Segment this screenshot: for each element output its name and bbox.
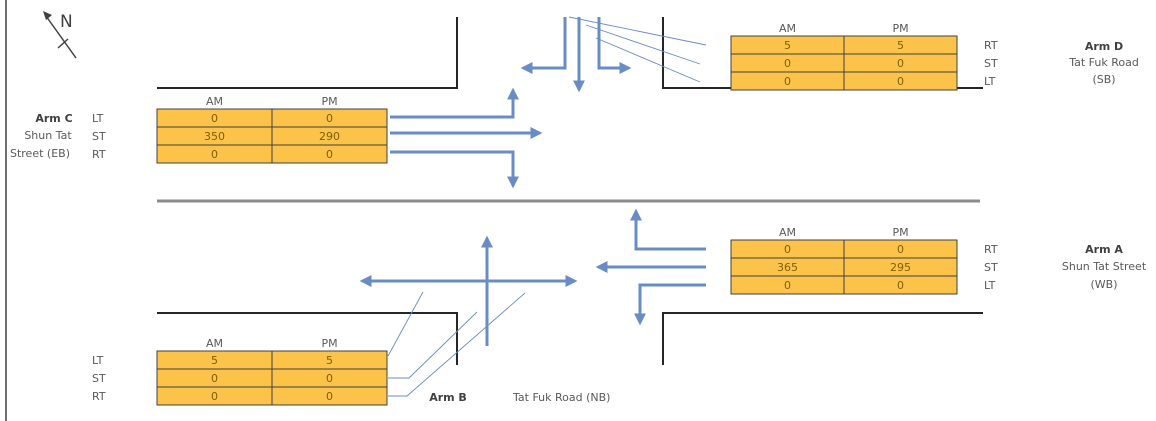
movement-label: RT	[92, 390, 106, 403]
arm-b-name: Arm B	[429, 391, 467, 404]
arm-c-am-header: AM	[206, 95, 223, 108]
movement-label: RT	[984, 39, 998, 52]
pm-value: 0	[326, 372, 333, 385]
movement-label: ST	[984, 261, 998, 274]
flow-arrows	[359, 17, 706, 346]
arm-b-am-header: AM	[206, 337, 223, 350]
pm-value: 0	[897, 279, 904, 292]
pm-value: 5	[326, 354, 333, 367]
arm-c-row-rt: 0 0 RT	[92, 144, 388, 164]
arm-c-label: Arm C Shun Tat Street (EB)	[10, 112, 73, 160]
road-edge-bottom-right	[662, 312, 983, 365]
movement-label: ST	[92, 372, 106, 385]
am-value: 0	[211, 390, 218, 403]
am-value: 0	[784, 279, 791, 292]
arm-b-pm-header: PM	[321, 337, 337, 350]
am-value: 0	[211, 148, 218, 161]
arm-d-label: Arm D Tat Fuk Road (SB)	[1068, 40, 1139, 86]
movement-label: RT	[984, 243, 998, 256]
pm-value: 0	[326, 148, 333, 161]
pm-value: 0	[326, 390, 333, 403]
pm-value: 290	[319, 130, 340, 143]
north-arrow-icon: N	[43, 11, 77, 59]
arm-a-am-header: AM	[779, 226, 796, 239]
arm-c-road-line2: Street (EB)	[10, 147, 70, 160]
movement-label: ST	[92, 130, 106, 143]
arm-d-road-line2: (SB)	[1092, 73, 1115, 86]
road-edge-top-left	[157, 17, 458, 89]
arm-a-row-lt: 0 0 LT	[730, 275, 996, 295]
am-value: 5	[211, 354, 218, 367]
arm-d-pm-header: PM	[892, 22, 908, 35]
arm-a-left-turn-arrow	[634, 283, 706, 326]
movement-label: LT	[92, 112, 104, 125]
arm-a-road-line1: Shun Tat Street	[1062, 260, 1147, 273]
arm-b-row-rt: 0 0 RT	[92, 386, 388, 406]
arm-c-name: Arm C	[35, 112, 72, 125]
pm-value: 295	[890, 261, 911, 274]
am-value: 0	[784, 243, 791, 256]
arm-d-row-st: 0 0 ST	[730, 53, 998, 73]
movement-label: RT	[92, 148, 106, 161]
pm-value: 0	[897, 243, 904, 256]
arm-a-road-line2: (WB)	[1090, 278, 1117, 291]
arm-a-name: Arm A	[1085, 243, 1123, 256]
am-value: 0	[211, 112, 218, 125]
arm-a-label: Arm A Shun Tat Street (WB)	[1062, 243, 1147, 291]
pm-cell	[271, 144, 388, 164]
am-value: 0	[784, 57, 791, 70]
pm-value: 0	[326, 112, 333, 125]
arm-b-road-name: Tat Fuk Road (NB)	[512, 391, 610, 404]
arm-c-right-turn-arrow	[390, 150, 519, 189]
arm-a-right-turn-arrow	[630, 208, 706, 251]
am-value: 5	[784, 39, 791, 52]
road-edge-bottom-left	[157, 312, 458, 365]
arm-c-left-turn-arrow	[390, 87, 519, 119]
arm-d-am-header: AM	[779, 22, 796, 35]
pm-cell	[843, 71, 958, 91]
movement-label: LT	[984, 279, 996, 292]
arm-a-pm-header: PM	[892, 226, 908, 239]
arm-b-row-st: 0 0 ST	[92, 368, 388, 388]
arm-a-row-rt: 0 0 RT	[730, 239, 998, 259]
arm-a-row-st: 365 295 ST	[730, 257, 998, 277]
pm-cell	[843, 275, 958, 295]
arm-c-road-line1: Shun Tat	[24, 129, 72, 142]
pm-value: 5	[897, 39, 904, 52]
arm-b-row-lt: 5 5 LT	[92, 350, 388, 370]
arm-d-name: Arm D	[1085, 40, 1123, 53]
pm-value: 0	[897, 57, 904, 70]
am-value: 365	[777, 261, 798, 274]
arm-d-row-lt: 0 0 LT	[730, 71, 996, 91]
north-label: N	[60, 12, 73, 32]
arm-d-left-turn-arrow	[597, 17, 632, 74]
arm-d-right-turn-arrow	[520, 17, 567, 74]
arm-d-row-rt: 5 5 RT	[730, 35, 998, 55]
arm-c-row-st: 350 290 ST	[92, 126, 388, 146]
pm-value: 0	[897, 75, 904, 88]
movement-label: ST	[984, 57, 998, 70]
am-value: 0	[211, 372, 218, 385]
road-edges	[157, 17, 983, 365]
am-value: 0	[784, 75, 791, 88]
am-value: 350	[204, 130, 225, 143]
arm-c-pm-header: PM	[321, 95, 337, 108]
movement-label: LT	[984, 75, 996, 88]
movement-label: LT	[92, 354, 104, 367]
arm-c-row-lt: 0 0 LT	[92, 108, 388, 128]
arm-b-label: Arm B Tat Fuk Road (NB)	[429, 391, 610, 404]
pm-cell	[271, 386, 388, 406]
arm-d-road-line1: Tat Fuk Road	[1068, 56, 1139, 69]
arm-d-leader-lines	[568, 16, 707, 83]
